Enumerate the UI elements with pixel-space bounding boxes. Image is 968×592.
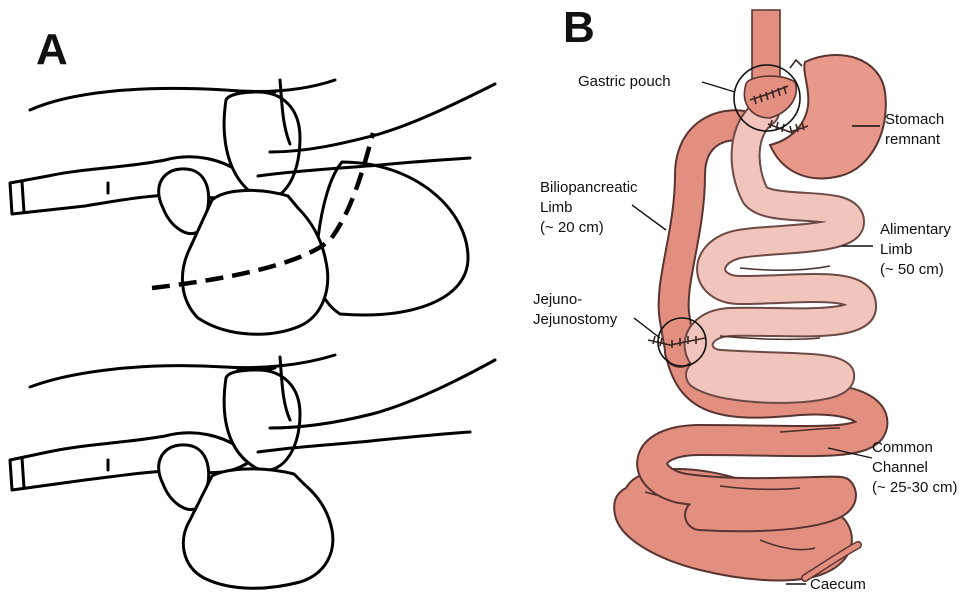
label-jejuno-line1: Jejuno-: [533, 291, 582, 308]
label-biliopancreatic-line1: Biliopancreatic: [540, 179, 638, 196]
label-biliopancreatic-line3: (~ 20 cm): [540, 219, 604, 236]
panel-a-letter: A: [36, 25, 68, 74]
label-gastric-pouch: Gastric pouch: [578, 73, 671, 90]
label-biliopancreatic-line2: Limb: [540, 199, 573, 216]
label-caecum: Caecum: [810, 576, 866, 592]
label-alimentary-line2: Limb: [880, 241, 913, 258]
panel-a: A: [10, 25, 495, 588]
label-stomach-remnant-line1: Stomach: [885, 111, 944, 128]
label-common-channel-line3: (~ 25-30 cm): [872, 479, 957, 496]
panel-a-top-drawing: [10, 80, 495, 334]
label-jejuno-line2: Jejunostomy: [533, 311, 618, 328]
panel-a-bottom-drawing: [10, 355, 495, 588]
stomach-remnant-shape: [770, 55, 886, 178]
panel-b-letter: B: [563, 3, 595, 52]
label-alimentary-line3: (~ 50 cm): [880, 261, 944, 278]
label-stomach-remnant-line2: remnant: [885, 131, 941, 148]
panel-b: B: [533, 3, 957, 592]
label-alimentary-line1: Alimentary: [880, 221, 951, 238]
label-common-channel-line2: Channel: [872, 459, 928, 476]
gastric-pouch-shape: [744, 76, 796, 118]
label-common-channel-line1: Common: [872, 439, 933, 456]
